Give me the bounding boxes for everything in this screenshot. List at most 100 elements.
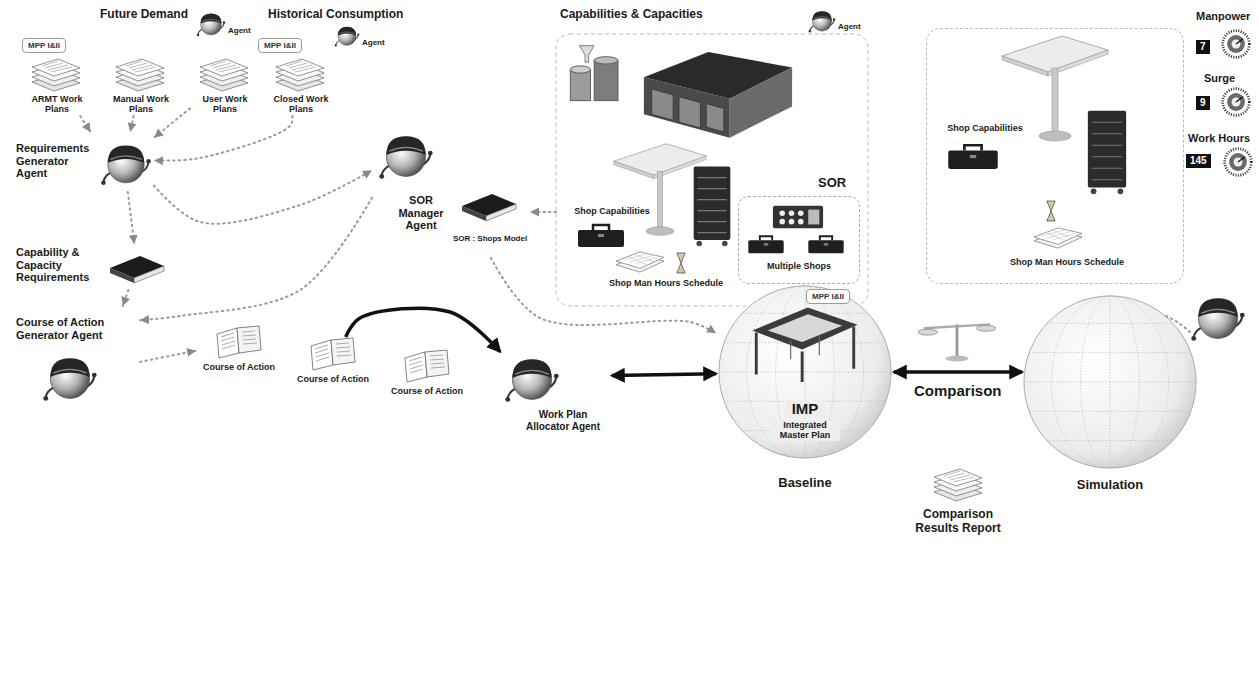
work-table-icon xyxy=(614,144,707,236)
node-label: Requirements Generator Agent xyxy=(16,142,98,180)
book-icon xyxy=(462,194,516,221)
agent-node: Work Plan Allocator Agent xyxy=(500,345,612,437)
leader-line xyxy=(1166,316,1192,334)
capabilities-panel: Multiple ShopsMPP I&II Capabilities & Cap… xyxy=(556,8,868,308)
node-label: Course of Action Generator Agent xyxy=(16,316,132,341)
node-label: Baseline xyxy=(716,476,894,491)
hourglass-icon xyxy=(1047,201,1055,221)
dial-icon xyxy=(1225,149,1252,176)
flow-arrow xyxy=(894,370,1022,374)
node-label: Course of Action xyxy=(196,362,282,372)
tool-cabinet-icon xyxy=(1088,111,1126,194)
shops-group: Multiple Shops xyxy=(738,196,860,284)
open-document-icon xyxy=(217,326,261,358)
agent-label: Agent xyxy=(228,26,251,35)
course-of-action: Course of Action xyxy=(196,325,282,377)
agent-icon xyxy=(505,359,558,402)
agent-icon xyxy=(809,11,836,32)
document-stack-icon xyxy=(934,469,982,501)
program-badge: MPP I&II xyxy=(258,38,302,53)
gauge-label: Manpower xyxy=(1196,10,1250,23)
node-label: Shop Man Hours Schedule xyxy=(596,278,736,288)
node-label: Integrated Master Plan xyxy=(770,420,840,441)
dotted-connector xyxy=(123,290,129,306)
toolbox-icon xyxy=(808,236,843,253)
node-label: Manual Work Plans xyxy=(106,94,176,115)
work-plan-stack: Closed Work Plans xyxy=(266,56,336,116)
dial-icon xyxy=(1223,89,1250,116)
report-label: Comparison Results Report xyxy=(906,508,1010,536)
gauge-label: Work Hours xyxy=(1188,132,1250,145)
gauge-label: Surge xyxy=(1204,72,1235,85)
node-label: IMP xyxy=(785,400,825,417)
node-label: Work Plan Allocator Agent xyxy=(518,409,608,432)
agent-label: Agent xyxy=(362,38,385,47)
edge-label: Comparison xyxy=(911,382,1005,399)
node-label: Capability & Capacity Requirements xyxy=(16,246,106,284)
work-plan-stack: ARMT Work Plans xyxy=(22,56,92,116)
schedule-icon xyxy=(1034,228,1082,248)
globe-icon xyxy=(1024,296,1196,468)
document-stack-icon xyxy=(200,59,248,91)
open-document-icon xyxy=(405,350,449,382)
work-plan-stack: User Work Plans xyxy=(190,56,260,116)
gauge-value: 7 xyxy=(1196,40,1210,54)
dotted-connector xyxy=(128,192,135,244)
node-label: Capabilities & Capacities xyxy=(560,8,703,22)
schedule-icon xyxy=(616,252,664,272)
agent-icon xyxy=(335,27,360,47)
node-label: SOR xyxy=(818,176,846,191)
flow-arrow xyxy=(346,308,500,351)
agent-icon xyxy=(379,136,432,179)
toolbox-icon xyxy=(578,225,624,247)
node-label: Course of Action xyxy=(290,374,376,384)
tool-cabinet-icon xyxy=(694,167,731,247)
group-heading: Future Demand xyxy=(100,8,188,22)
group-heading: Historical Consumption xyxy=(268,8,403,22)
dotted-connector xyxy=(154,108,190,137)
document-stack-icon xyxy=(276,59,324,91)
node-label: Shop Capabilities xyxy=(570,206,654,216)
node-label: Closed Work Plans xyxy=(266,94,336,115)
master-plan-globe: IMP Integrated Master PlanBaseline xyxy=(716,284,894,498)
hourglass-icon xyxy=(677,253,685,273)
agent-node: SOR Manager AgentSOR : Shops Model xyxy=(372,122,530,258)
agent-icon xyxy=(197,14,226,37)
toolbox-icon xyxy=(748,236,783,253)
balance-scale-icon xyxy=(918,324,996,361)
node-label: ARMT Work Plans xyxy=(22,94,92,115)
open-document-icon xyxy=(311,338,355,370)
course-of-action: Course of Action xyxy=(384,349,470,401)
supplies-icon xyxy=(570,46,618,101)
document-stack-icon xyxy=(32,59,80,91)
dial-icon xyxy=(1223,31,1250,58)
dotted-connector xyxy=(154,170,372,223)
warehouse-icon xyxy=(644,52,792,138)
control-panel-icon xyxy=(773,206,823,228)
program-badge: MPP I&II xyxy=(806,289,850,304)
requirements-book: Capability & Capacity Requirements xyxy=(14,244,170,290)
agent-node: Course of Action Generator Agent xyxy=(14,306,140,406)
node-label: SOR : Shops Model xyxy=(450,234,530,243)
master-plan-frame-icon xyxy=(752,308,857,383)
program-badge: MPP I&II xyxy=(22,38,66,53)
node-label: User Work Plans xyxy=(190,94,260,115)
gauge-value: 145 xyxy=(1186,154,1211,168)
agent-icon xyxy=(1191,298,1244,341)
agent-label: Agent xyxy=(838,22,861,31)
simulation-settings-panel: Shop CapabilitiesShop Man Hours Schedule xyxy=(926,28,1184,284)
simulation-globe: Simulation xyxy=(1022,294,1198,500)
course-of-action: Course of Action xyxy=(290,337,376,389)
agent-icon xyxy=(101,146,151,186)
node-label: Shop Capabilities xyxy=(943,123,1027,133)
dotted-connector xyxy=(154,116,292,161)
badge-text: MPP I&II xyxy=(264,41,296,50)
node-label: SOR Manager Agent xyxy=(386,194,456,232)
badge-text: MPP I&II xyxy=(28,41,60,50)
node-label: Simulation xyxy=(1022,478,1198,493)
dotted-connector xyxy=(80,116,90,132)
agent-icon xyxy=(43,358,96,401)
